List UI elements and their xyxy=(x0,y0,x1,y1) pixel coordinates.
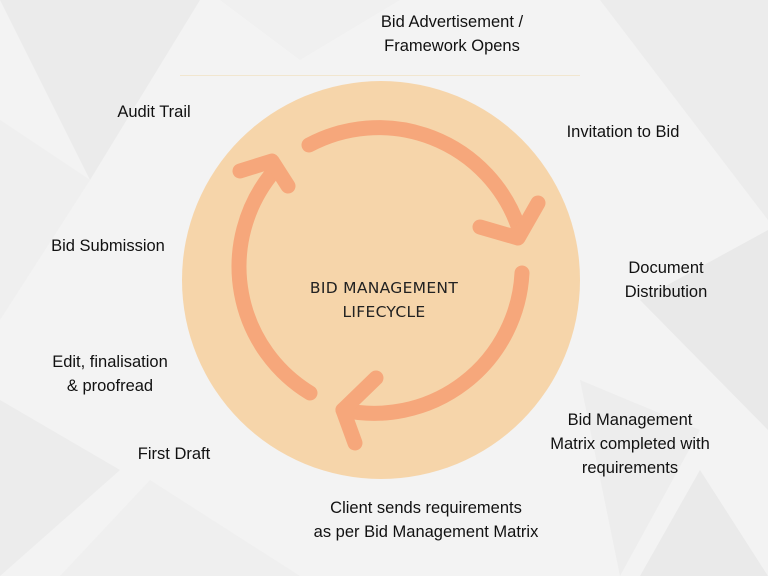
step-text: Bid Advertisement / xyxy=(380,13,524,31)
arrow-head-left xyxy=(232,153,296,194)
step-text: Client sends requirements xyxy=(330,499,522,517)
step-bid-management-matrix: Bid Management Matrix completed with req… xyxy=(538,408,722,480)
step-text: Distribution xyxy=(624,283,708,301)
arrow-arc-left xyxy=(231,168,318,401)
step-edit-finalisation: Edit, finalisation & proofread xyxy=(40,350,180,398)
step-first-draft: First Draft xyxy=(124,442,224,466)
title-line-2: LIFECYCLE xyxy=(342,303,426,321)
step-text: as per Bid Management Matrix xyxy=(313,523,539,541)
step-bid-advertisement: Bid Advertisement / Framework Opens xyxy=(360,10,544,58)
top-divider xyxy=(180,75,580,76)
step-document-distribution: Document Distribution xyxy=(606,256,726,304)
step-text: Edit, finalisation xyxy=(52,353,168,371)
arrow-head-bottom xyxy=(335,370,384,451)
step-text: Framework Opens xyxy=(384,37,520,55)
step-client-sends-requirements: Client sends requirements as per Bid Man… xyxy=(296,496,556,544)
step-bid-submission: Bid Submission xyxy=(38,234,178,258)
step-text: & proofread xyxy=(66,377,154,395)
step-invitation-to-bid: Invitation to Bid xyxy=(556,120,690,144)
step-text: First Draft xyxy=(137,445,211,463)
arrow-arc-top xyxy=(301,120,526,234)
title-line-1: BID MANAGEMENT xyxy=(309,279,459,297)
step-text: Bid Submission xyxy=(51,237,165,255)
arrow-head-top xyxy=(472,195,546,246)
lifecycle-title: BID MANAGEMENT LIFECYCLE xyxy=(284,276,484,324)
step-text: Invitation to Bid xyxy=(566,123,680,141)
step-text: Document xyxy=(628,259,704,277)
step-audit-trail: Audit Trail xyxy=(104,100,204,124)
step-text: Matrix completed with xyxy=(550,435,710,453)
step-text: requirements xyxy=(581,459,679,477)
step-text: Bid Management xyxy=(567,411,693,429)
arrow-arc-bottom xyxy=(335,265,530,421)
step-text: Audit Trail xyxy=(117,103,191,121)
